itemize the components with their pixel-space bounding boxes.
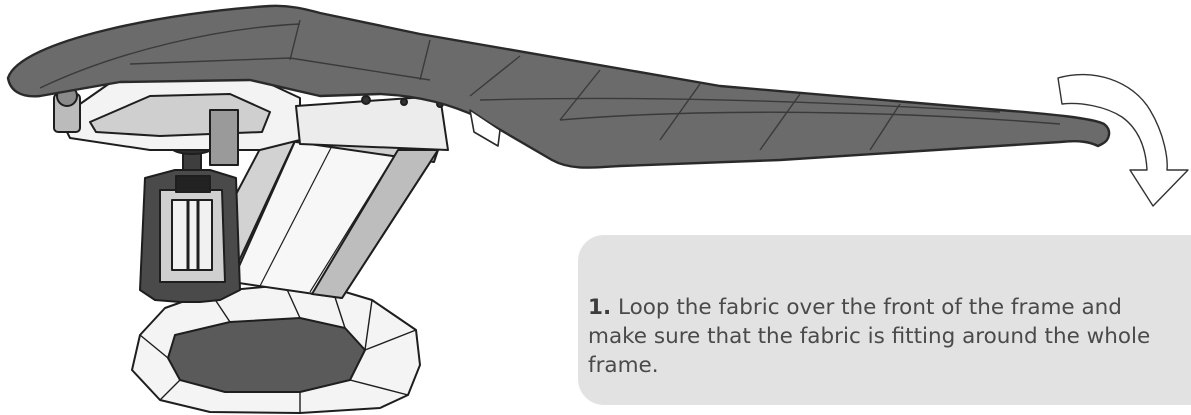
side-controller-unit [139,137,241,303]
instruction-callout: 1. Loop the fabric over the front of the… [578,235,1191,405]
instruction-text: 1. Loop the fabric over the front of the… [588,293,1178,380]
base-footrest [131,284,421,414]
instruction-body: Loop the fabric over the front of the fr… [588,295,1151,378]
step-number: 1. [588,295,612,320]
curved-arrow-down-icon [1057,73,1189,207]
fabric-covered-frame [6,4,1111,169]
mount-plate [53,69,449,166]
